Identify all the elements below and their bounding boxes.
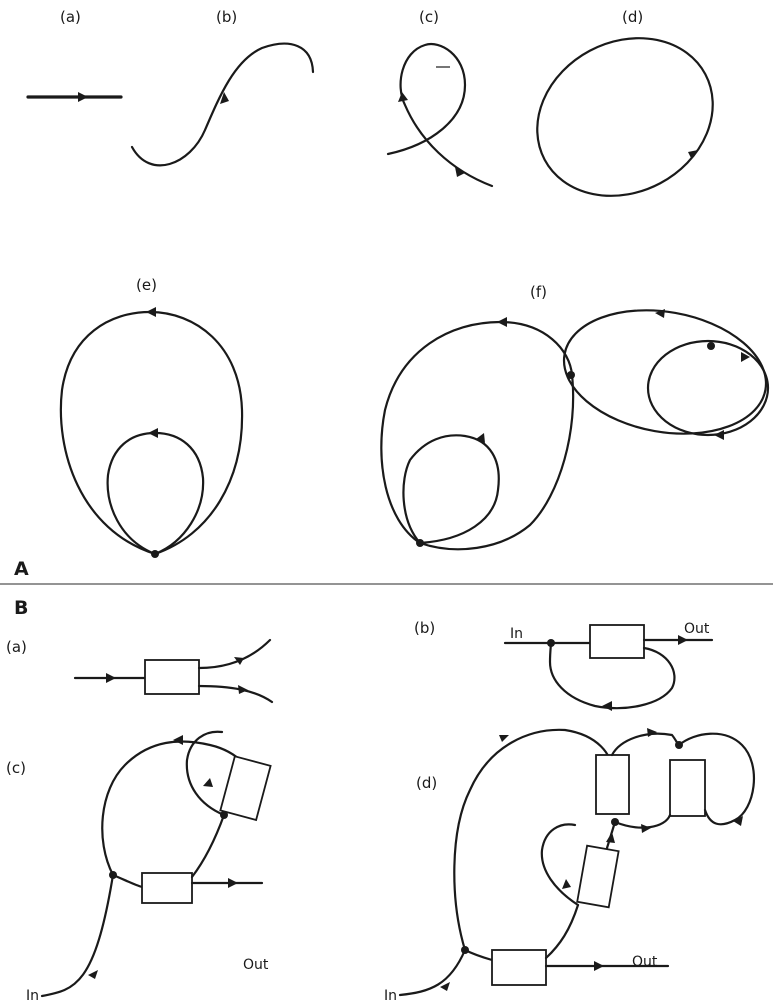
arrow-icon [203, 778, 213, 787]
arrow-icon [499, 735, 509, 742]
junction-node [416, 539, 424, 547]
process-box [144, 659, 200, 695]
process-box-middle [576, 844, 620, 909]
arrow-icon [238, 685, 248, 694]
arrow-icon [78, 92, 88, 102]
input-curve [40, 873, 115, 998]
arrow-icon [678, 635, 688, 645]
arrow-icon [594, 961, 604, 971]
arrow-icon [148, 428, 158, 438]
s-curve [130, 42, 315, 167]
up-path [190, 813, 226, 879]
arrow-icon [714, 430, 724, 440]
junction-node [547, 639, 555, 647]
panel-a: (a) (b) (c) (d) (e) [14, 8, 770, 580]
side-loop [562, 309, 768, 435]
arrow-icon [398, 92, 408, 102]
large-loop [380, 320, 575, 551]
process-box-upper-right [669, 759, 706, 817]
d-closed-loop: (d) [536, 8, 714, 197]
label-b-b: (b) [414, 619, 435, 637]
branch-out-lower [197, 684, 274, 704]
small-loop [402, 434, 500, 545]
label-b-c: (c) [6, 759, 26, 777]
arrow-icon [88, 970, 98, 979]
arrow-icon [497, 317, 507, 327]
arrow-icon [733, 816, 743, 826]
panel-letter-b: B [14, 597, 28, 619]
up-path [544, 903, 580, 960]
panel-b: B (a) (b) In Out (c) In [6, 597, 756, 1004]
b-c-loop-unit: (c) In Out [6, 730, 272, 1004]
process-box-right [219, 755, 272, 822]
junction-node [151, 550, 159, 558]
arrow-icon [641, 824, 651, 833]
ellipse-loop [536, 37, 714, 197]
label-a-f: (f) [530, 283, 547, 301]
junction-node [567, 371, 575, 379]
out-label-b: Out [684, 621, 710, 637]
input-curve [398, 948, 467, 997]
inner-loop [185, 730, 226, 817]
process-box-upper-left [595, 754, 630, 815]
overlap-loop [646, 339, 770, 437]
arrow-icon [647, 728, 657, 737]
arrow-icon [106, 673, 116, 683]
arrow-icon [688, 150, 698, 158]
junction-node [707, 342, 715, 350]
in-label-c: In [26, 988, 39, 1004]
label-a-b: (b) [216, 8, 237, 26]
arrow-icon [146, 307, 156, 317]
to-box [111, 873, 144, 889]
process-box-bottom [491, 949, 547, 986]
b-a-branching-unit: (a) [6, 638, 274, 704]
label-a-d: (d) [622, 8, 643, 26]
in-label-b: In [510, 626, 523, 642]
arrow-icon [476, 433, 485, 443]
inner-loop [540, 823, 580, 907]
process-box-right-group [219, 755, 272, 822]
b-d-network-unit: (d) In Out [384, 728, 756, 1004]
arrow-icon [602, 701, 612, 711]
upper-link [610, 732, 681, 757]
arrow-icon [173, 735, 183, 745]
arrow-icon [562, 879, 571, 889]
label-a-c: (c) [419, 8, 439, 26]
out-label-d: Out [632, 954, 658, 970]
arrow-icon [220, 92, 229, 104]
label-b-d: (d) [416, 774, 437, 792]
arrow-icon [655, 309, 665, 318]
lower-link [613, 813, 672, 829]
arrow-icon [440, 982, 450, 991]
c-self-crossing-loop: (c) [386, 8, 494, 188]
in-label-d: In [384, 988, 397, 1004]
arrow-icon [741, 352, 750, 362]
label-a-a: (a) [60, 8, 81, 26]
e-nested-loops: (e) [59, 276, 244, 558]
label-a-e: (e) [136, 276, 157, 294]
right-loop [677, 732, 756, 826]
panel-letter-a: A [14, 558, 29, 580]
f-loop-network: (f) [380, 283, 770, 551]
junction-node [109, 871, 117, 879]
arrow-icon [606, 832, 615, 843]
arrow-icon [234, 657, 244, 665]
to-box [463, 948, 494, 962]
out-label-c: Out [243, 957, 269, 973]
crossing-loop [386, 42, 494, 188]
b-s-curve: (b) [130, 8, 315, 167]
b-b-feedback-unit: (b) In Out [414, 619, 714, 711]
process-box-bottom [141, 872, 193, 904]
feedback-loop [548, 641, 676, 710]
outer-loop [453, 728, 614, 952]
arrow-icon [228, 878, 238, 888]
branch-out-upper [197, 638, 272, 670]
arrow-icon [455, 167, 465, 177]
process-box-middle-group [576, 844, 620, 909]
label-b-a: (a) [6, 638, 27, 656]
process-box [589, 624, 645, 659]
a-straight-path: (a) [26, 8, 123, 102]
junction-node [461, 946, 469, 954]
